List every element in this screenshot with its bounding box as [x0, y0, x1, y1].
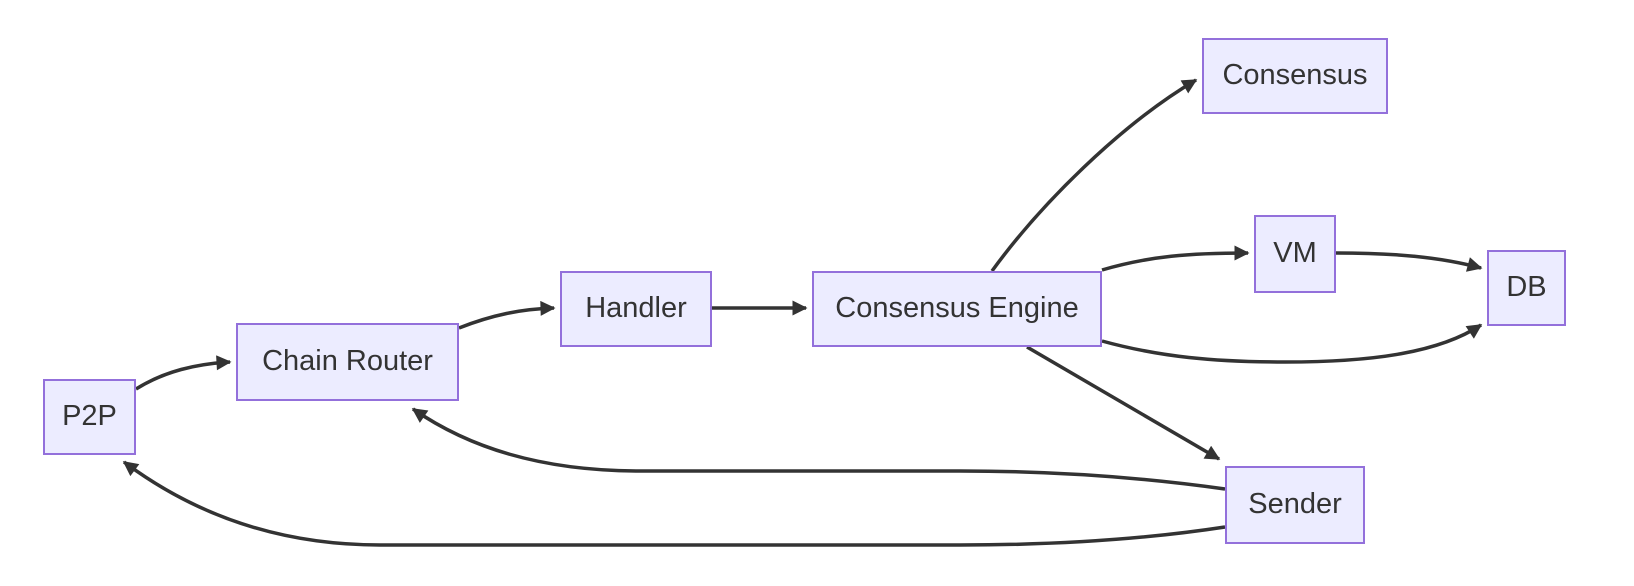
node-p2p: P2P: [43, 379, 136, 455]
node-label-handler: Handler: [585, 292, 687, 325]
node-label-p2p: P2P: [62, 400, 117, 433]
node-chain-router: Chain Router: [236, 323, 459, 401]
node-consensus: Consensus: [1202, 38, 1388, 114]
node-label-vm: VM: [1273, 237, 1317, 270]
edge-consensus-engine-to-vm: [1101, 245, 1250, 272]
edge-sender-to-chain-router: [411, 407, 1226, 491]
edge-consensus-engine-to-consensus: [990, 78, 1198, 273]
node-label-consensus: Consensus: [1222, 59, 1368, 92]
node-label-consensus-engine: Consensus Engine: [835, 292, 1079, 325]
edge-consensus-engine-to-db: [1101, 323, 1483, 364]
edge-vm-to-db: [1335, 251, 1483, 272]
edge-p2p-to-chain-router: [135, 355, 232, 391]
node-sender: Sender: [1225, 466, 1365, 544]
node-label-chain-router: Chain Router: [262, 345, 433, 378]
node-vm: VM: [1254, 215, 1336, 293]
edge-chain-router-to-handler: [458, 300, 556, 330]
edge-consensus-engine-to-sender: [1026, 345, 1221, 461]
node-consensus-engine: Consensus Engine: [812, 271, 1102, 347]
node-label-sender: Sender: [1248, 488, 1342, 521]
edge-sender-to-p2p: [122, 460, 1226, 547]
node-db: DB: [1487, 250, 1566, 326]
node-handler: Handler: [560, 271, 712, 347]
node-label-db: DB: [1506, 271, 1547, 304]
